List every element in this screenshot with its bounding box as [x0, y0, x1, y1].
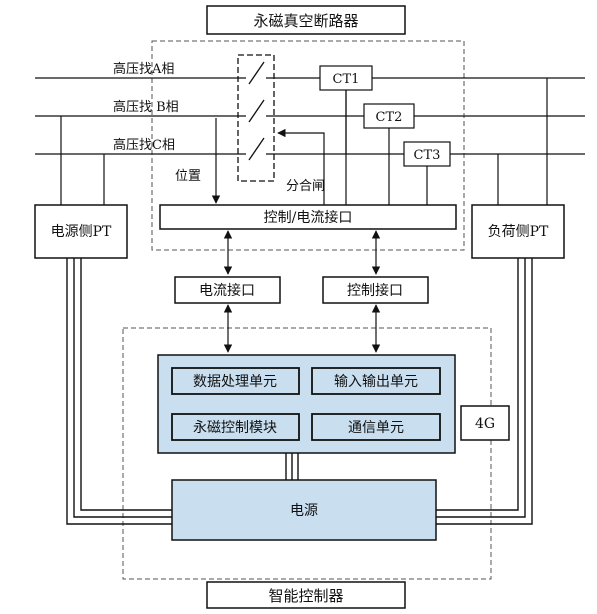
- phase-a-label: 高压找A相: [113, 61, 174, 77]
- phase-b-label: 高压找 B相: [113, 99, 179, 115]
- io-unit-box: [311, 367, 441, 395]
- open-close-arrow: [277, 128, 325, 205]
- source-pt-box: [34, 204, 128, 259]
- ct2-box: [363, 103, 415, 129]
- breaker-title: 永磁真空断路器: [253, 12, 358, 30]
- power-box: [171, 479, 437, 541]
- comm-unit-label: 通信单元: [348, 420, 404, 436]
- 4g-box: [460, 405, 510, 441]
- control-interface-box: [322, 276, 429, 304]
- io-unit-label: 输入输出单元: [334, 374, 418, 390]
- pm-control-label: 永磁控制模块: [193, 420, 277, 436]
- ct2-label: CT2: [376, 110, 403, 125]
- breaker-title-box: [206, 5, 406, 35]
- open-close-label: 分合闸: [286, 179, 325, 194]
- control-current-interface-label: 控制/电流接口: [264, 209, 353, 226]
- controller-title-box: [206, 581, 406, 609]
- 4g-label: 4G: [475, 416, 495, 432]
- switch-contacts: [248, 61, 265, 161]
- load-pt-power-link: [436, 258, 533, 525]
- controller-enclosure: [122, 327, 492, 580]
- processing-power-link: [285, 453, 299, 480]
- ct3-label: CT3: [414, 148, 441, 163]
- source-pt-label: 电源侧PT: [51, 224, 112, 240]
- load-pt-label: 负荷侧PT: [488, 224, 549, 240]
- load-pt-box: [471, 204, 565, 259]
- ct3-box: [403, 141, 451, 167]
- ct1-box: [319, 65, 373, 91]
- current-interface-box: [174, 276, 281, 304]
- control-current-interface-box: [159, 204, 457, 230]
- data-processing-box: [171, 367, 300, 395]
- ct1-label: CT1: [333, 72, 360, 87]
- current-interface-label: 电流接口: [199, 282, 255, 299]
- phase-c-label: 高压找C相: [113, 137, 175, 153]
- ct-connections: [345, 90, 428, 205]
- pt-connections: [60, 78, 548, 205]
- control-interface-label: 控制接口: [347, 282, 403, 299]
- breaker-enclosure: [151, 40, 465, 251]
- comm-unit-box: [311, 413, 441, 441]
- source-pt-power-link: [66, 258, 172, 525]
- pm-control-box: [171, 413, 300, 441]
- controller-title: 智能控制器: [268, 587, 343, 605]
- switch-box: [237, 54, 275, 182]
- data-processing-label: 数据处理单元: [193, 374, 277, 390]
- phase-lines: [35, 77, 585, 155]
- power-label: 电源: [290, 503, 318, 519]
- position-label: 位置: [175, 169, 201, 184]
